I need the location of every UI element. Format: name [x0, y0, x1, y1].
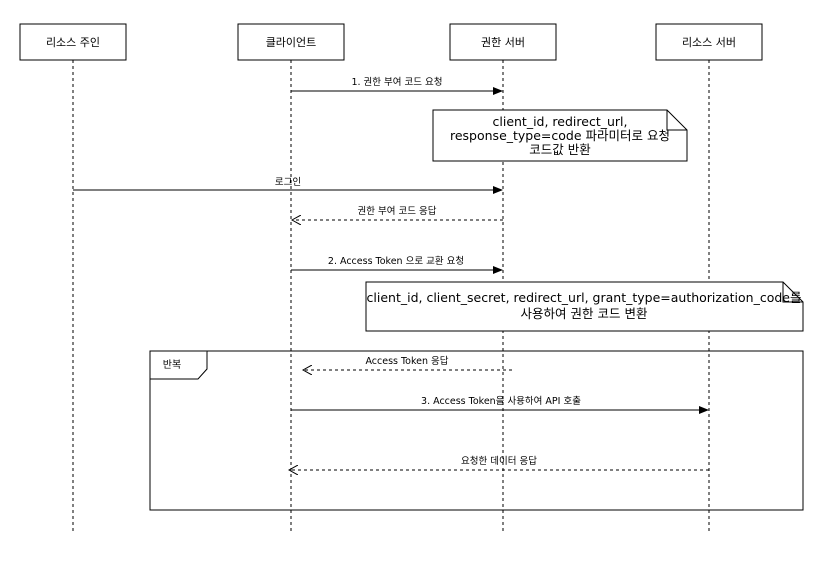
message-5[interactable]: Access Token 응답	[303, 355, 512, 370]
actor-owner-label: 리소스 주인	[46, 36, 100, 49]
message-7-label: 요청한 데이터 응답	[461, 455, 537, 467]
message-3[interactable]: 권한 부여 코드 응답	[292, 205, 503, 220]
actor-auth[interactable]: 권한 서버	[449, 23, 557, 61]
message-1-label: 1. 권한 부여 코드 요청	[351, 76, 442, 88]
message-2-label: 로그인	[275, 177, 301, 188]
note-1-line-2: response_type=code 파라미터로 요청	[450, 128, 670, 143]
message-4[interactable]: 2. Access Token 으로 교환 요청	[291, 255, 503, 274]
actor-client-label: 클라이언트	[266, 36, 317, 49]
note-2[interactable]: client_id, client_secret, redirect_url, …	[365, 281, 804, 332]
message-6[interactable]: 3. Access Token을 사용하여 API 호출	[291, 395, 709, 414]
message-2[interactable]: 로그인	[73, 177, 503, 194]
note-2-line-1: client_id, client_secret, redirect_url, …	[367, 290, 802, 305]
actor-owner[interactable]: 리소스 주인	[19, 23, 127, 61]
actor-resource-label: 리소스 서버	[682, 36, 736, 49]
actor-client[interactable]: 클라이언트	[237, 23, 345, 61]
note-1-line-3: 코드값 반환	[529, 142, 591, 157]
message-6-label: 3. Access Token을 사용하여 API 호출	[421, 395, 581, 407]
message-1[interactable]: 1. 권한 부여 코드 요청	[291, 76, 503, 95]
message-5-label: Access Token 응답	[365, 355, 448, 367]
note-2-line-2: 사용하여 권한 코드 변환	[521, 306, 648, 321]
loop-frame[interactable]: 반복	[149, 350, 804, 511]
actor-resource[interactable]: 리소스 서버	[655, 23, 763, 61]
message-3-label: 권한 부여 코드 응답	[358, 205, 437, 217]
loop-frame-label: 반복	[163, 359, 181, 371]
note-1[interactable]: client_id, redirect_url, response_type=c…	[432, 109, 688, 162]
actor-auth-label: 권한 서버	[481, 36, 525, 49]
message-7[interactable]: 요청한 데이터 응답	[289, 455, 709, 470]
message-4-label: 2. Access Token 으로 교환 요청	[328, 255, 464, 267]
note-1-line-1: client_id, redirect_url,	[493, 114, 628, 129]
